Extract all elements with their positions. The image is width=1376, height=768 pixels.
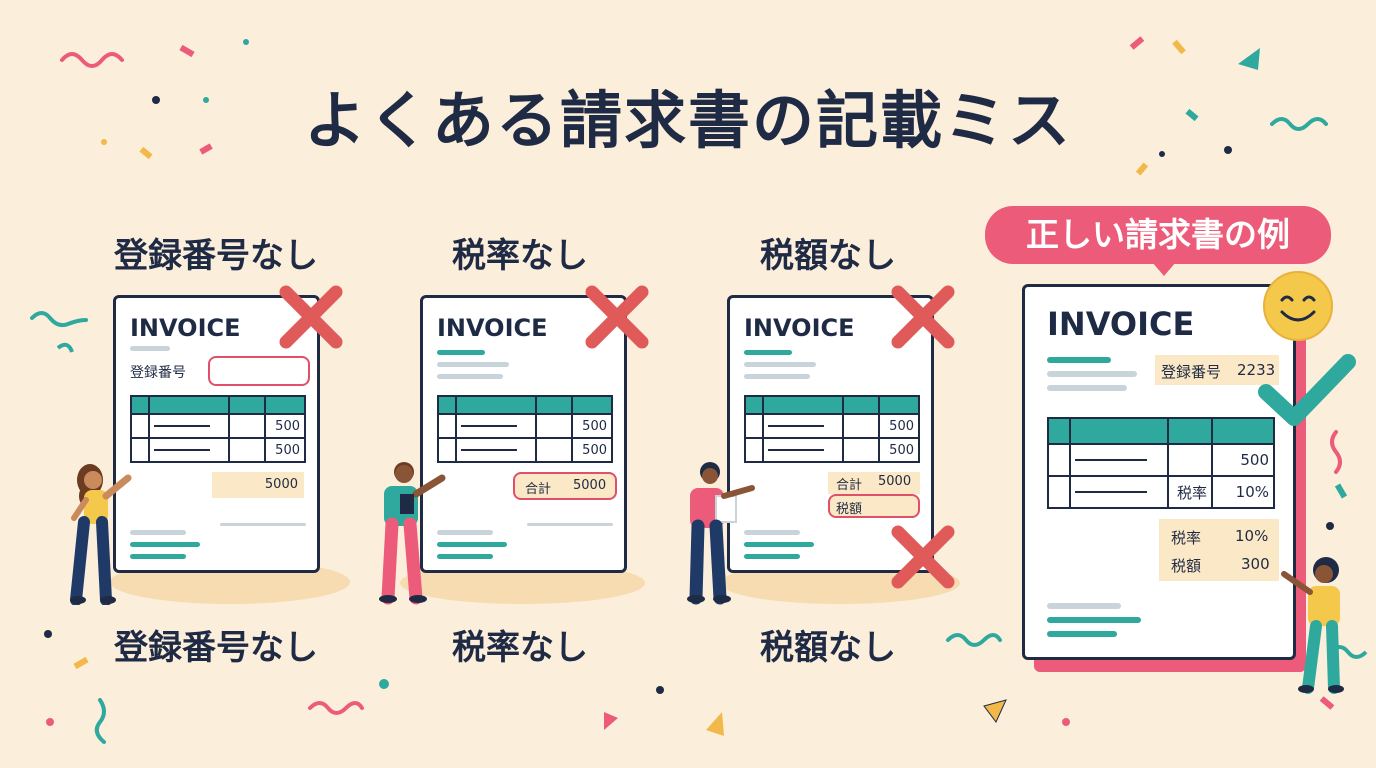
total-label: 合計 xyxy=(525,482,552,497)
text-placeholder xyxy=(744,530,800,535)
total-box: 合計 5000 xyxy=(513,472,617,500)
invoice-heading: INVOICE xyxy=(437,314,548,342)
cross-icon xyxy=(279,285,343,349)
total-box: 合計 5000 xyxy=(828,472,920,494)
empty-registration-field xyxy=(208,356,310,386)
woman-pointing-illustration xyxy=(70,464,132,605)
tax-summary-box: 税率 10% 税額 300 xyxy=(1159,519,1279,581)
row-rate-value: 10% xyxy=(1211,475,1275,509)
card3-bottom-label: 税額なし xyxy=(760,628,896,668)
page-title: よくある請求書の記載ミス xyxy=(303,84,1072,157)
text-placeholder xyxy=(1047,371,1137,377)
text-placeholder xyxy=(744,374,810,379)
text-placeholder xyxy=(437,362,509,367)
tax-amount-label: 税額 xyxy=(836,502,863,517)
row-value: 500 xyxy=(571,413,613,439)
text-placeholder xyxy=(1047,385,1127,391)
total-value: 5000 xyxy=(212,472,304,498)
summary-rate-value: 10% xyxy=(1235,527,1269,545)
text-placeholder xyxy=(1047,631,1117,637)
man-with-paper-illustration xyxy=(687,462,755,605)
text-placeholder xyxy=(1047,617,1141,623)
check-icon xyxy=(1258,354,1356,426)
text-placeholder xyxy=(744,350,792,355)
text-placeholder xyxy=(130,530,186,535)
registration-value: 2233 xyxy=(1237,361,1276,379)
total-label: 合計 xyxy=(836,478,863,493)
text-placeholder xyxy=(437,374,503,379)
cross-icon xyxy=(891,285,955,349)
text-placeholder xyxy=(744,362,816,367)
text-placeholder xyxy=(130,554,186,559)
invoice-heading: INVOICE xyxy=(1047,305,1195,343)
item-table: 500 500 xyxy=(130,395,306,463)
cross-icon xyxy=(891,525,955,589)
item-table: 500 500 xyxy=(437,395,613,463)
summary-rate-label: 税率 xyxy=(1171,529,1202,547)
text-placeholder xyxy=(744,542,814,547)
summary-tax-value: 300 xyxy=(1241,555,1270,573)
row-value: 500 xyxy=(1211,443,1275,477)
text-placeholder xyxy=(437,554,493,559)
badge-tail xyxy=(1152,262,1176,276)
registration-box: 登録番号 2233 xyxy=(1155,355,1279,385)
text-placeholder xyxy=(130,542,200,547)
text-placeholder xyxy=(744,554,800,559)
woman-pointing-illustration xyxy=(1281,557,1344,694)
row-value: 500 xyxy=(878,437,920,463)
text-placeholder xyxy=(437,542,507,547)
summary-tax-label: 税額 xyxy=(1171,557,1202,575)
registration-label: 登録番号 xyxy=(1161,363,1222,381)
total-value: 5000 xyxy=(573,478,607,493)
text-placeholder xyxy=(130,346,170,351)
row-rate-label: 税率 xyxy=(1167,475,1213,509)
item-table: 500 500 xyxy=(744,395,920,463)
text-placeholder xyxy=(1047,603,1121,609)
card2-bottom-label: 税率なし xyxy=(452,628,588,668)
cross-icon xyxy=(585,285,649,349)
smiley-icon xyxy=(1263,271,1333,341)
text-placeholder xyxy=(437,530,493,535)
line-placeholder xyxy=(220,523,306,526)
line-placeholder xyxy=(527,523,613,526)
registration-label: 登録番号 xyxy=(130,365,186,381)
empty-tax-amount-field: 税額 xyxy=(828,494,920,518)
man-with-clipboard-illustration xyxy=(379,462,446,605)
text-placeholder xyxy=(1047,357,1111,363)
total-value: 5000 xyxy=(878,474,912,489)
text-placeholder xyxy=(437,350,485,355)
card3-top-label: 税額なし xyxy=(760,236,896,276)
row-value: 500 xyxy=(264,437,306,463)
card1-bottom-label: 登録番号なし xyxy=(114,628,318,668)
invoice-card-1: INVOICE 登録番号 500 500 5000 xyxy=(113,295,320,573)
card1-top-label: 登録番号なし xyxy=(114,236,318,276)
row-value: 500 xyxy=(878,413,920,439)
invoice-card-3: INVOICE 500 500 合計 5000 税額 xyxy=(727,295,934,573)
row-value: 500 xyxy=(571,437,613,463)
row-value: 500 xyxy=(264,413,306,439)
correct-example-badge: 正しい請求書の例 xyxy=(985,206,1331,264)
invoice-heading: INVOICE xyxy=(130,314,241,342)
card2-top-label: 税率なし xyxy=(452,236,588,276)
invoice-heading: INVOICE xyxy=(744,314,855,342)
